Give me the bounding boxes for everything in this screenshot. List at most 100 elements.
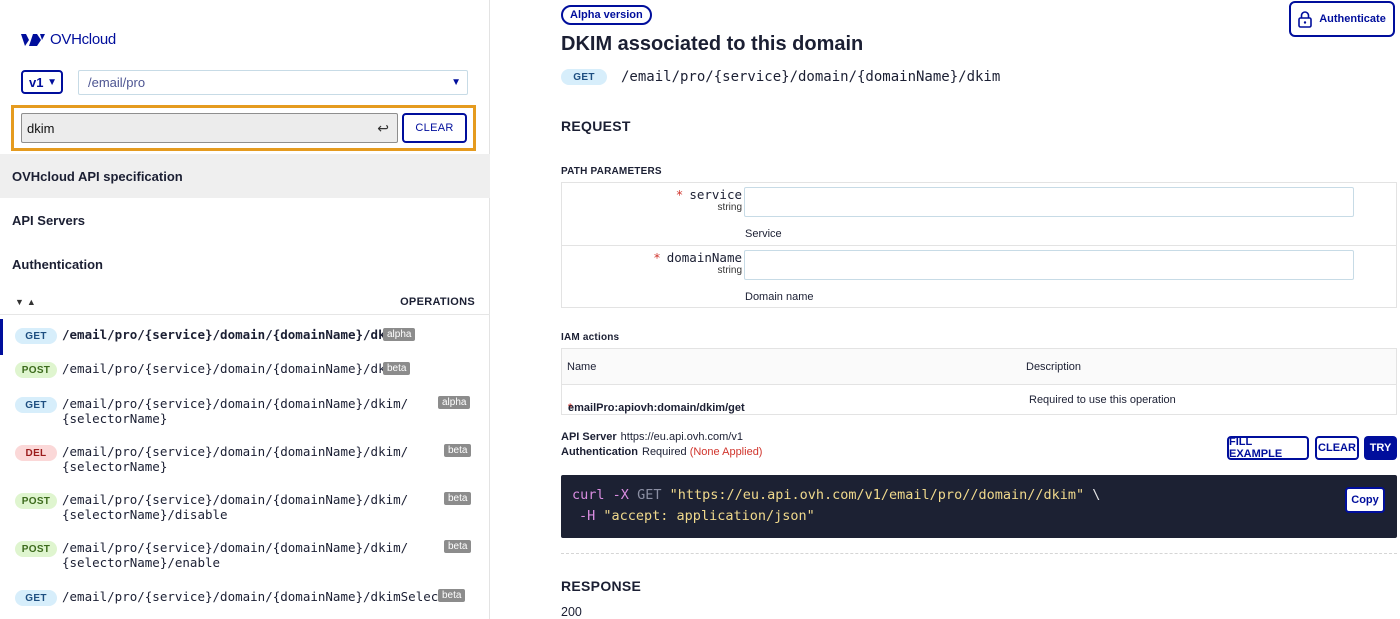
iam-actions-heading: IAM actions xyxy=(561,332,620,343)
param-type: string xyxy=(717,202,742,213)
version-value: v1 xyxy=(29,74,44,90)
operation-path-cont: {selectorName} xyxy=(62,411,168,426)
status-tag: beta xyxy=(444,540,472,553)
lock-icon xyxy=(1298,10,1312,28)
version-select[interactable]: v1 ▼ xyxy=(21,70,63,94)
iam-action-text: emailPro:apiovh:domain/dkim/get xyxy=(568,402,745,414)
enter-icon[interactable]: ↩ xyxy=(377,119,389,136)
method-badge: POST xyxy=(15,541,57,557)
iam-action-description: Required to use this operation xyxy=(1029,394,1176,406)
page-title: DKIM associated to this domain xyxy=(561,33,864,55)
search-input[interactable]: dkim ↩ xyxy=(21,113,398,143)
path-parameters-heading: PATH PARAMETERS xyxy=(561,166,662,177)
iam-table-header: Name Description xyxy=(562,349,1396,385)
status-tag: beta xyxy=(438,589,466,602)
search-value: dkim xyxy=(27,120,55,136)
method-badge: DEL xyxy=(15,445,57,461)
response-heading: RESPONSE xyxy=(561,578,642,594)
iam-header-name: Name xyxy=(567,361,597,373)
authenticate-label: Authenticate xyxy=(1319,13,1386,25)
param-type: string xyxy=(717,265,742,276)
status-tag: alpha xyxy=(438,396,471,409)
status-tag: beta xyxy=(444,444,472,457)
required-marker: * xyxy=(653,250,661,265)
operation-path: /email/pro/{service}/domain/{domainName}… xyxy=(62,444,409,459)
operation-path: /email/pro/{service}/domain/{domainName}… xyxy=(62,396,409,411)
endpoint-path: /email/pro/{service}/domain/{domainName}… xyxy=(621,69,1001,85)
iam-actions-table: Name Description *emailPro:apiovh:domain… xyxy=(561,348,1397,415)
param-row-service: *service string Service xyxy=(562,183,1396,245)
curl-line-2: -H "accept: application/json" xyxy=(572,506,1397,527)
sidebar: OVHcloud v1 ▼ /email/pro ▼ dkim ↩ CLEAR … xyxy=(0,0,490,619)
curl-url: "https://eu.api.ovh.com/v1/email/pro//do… xyxy=(669,487,1085,503)
api-server-value: https://eu.api.ovh.com/v1 xyxy=(620,431,743,443)
param-name-text: service xyxy=(689,187,742,202)
authentication-info: Authentication Required (None Applied) xyxy=(561,446,762,458)
param-row-domainname: * domainName string Domain name xyxy=(562,245,1396,307)
curl-continuation: \ xyxy=(1092,487,1101,503)
operation-path: /email/pro/{service}/domain/{domainName}… xyxy=(62,327,401,342)
response-status-code: 200 xyxy=(561,605,582,619)
search-highlight: dkim ↩ CLEAR xyxy=(11,105,476,151)
api-path-value: /email/pro xyxy=(88,75,146,90)
iam-table-row: *emailPro:apiovh:domain/dkim/get Require… xyxy=(562,386,1396,414)
param-name-text: domainName xyxy=(666,250,742,265)
method-badge: GET xyxy=(15,397,57,413)
param-description: Domain name xyxy=(745,291,814,303)
operation-path-cont: {selectorName}/enable xyxy=(62,555,221,570)
domainname-input[interactable] xyxy=(744,250,1354,280)
iam-header-description: Description xyxy=(1026,361,1082,373)
api-server-label: API Server xyxy=(561,431,617,443)
operations-header: ▼▲ OPERATIONS xyxy=(0,289,490,315)
collapse-expand-icon[interactable]: ▼▲ xyxy=(15,296,39,307)
method-badge: POST xyxy=(15,362,57,378)
endpoint-line: GET /email/pro/{service}/domain/{domainN… xyxy=(561,69,1000,85)
try-button[interactable]: TRY xyxy=(1364,436,1397,460)
chevron-down-icon: ▼ xyxy=(451,77,461,88)
method-badge: GET xyxy=(15,590,57,606)
copy-button[interactable]: Copy xyxy=(1345,487,1385,513)
operation-path-cont: {selectorName}/disable xyxy=(62,507,228,522)
operation-path-cont: {selectorName} xyxy=(62,459,168,474)
authenticate-button[interactable]: Authenticate xyxy=(1289,1,1395,37)
operation-path: /email/pro/{service}/domain/{domainName}… xyxy=(62,361,401,376)
param-name: * domainName xyxy=(542,250,742,265)
authentication-label: Authentication xyxy=(561,446,638,458)
status-tag: alpha xyxy=(383,328,416,341)
request-heading: REQUEST xyxy=(561,118,631,134)
nav-authentication[interactable]: Authentication xyxy=(12,256,103,272)
section-divider xyxy=(561,553,1397,554)
nav-api-specification[interactable]: OVHcloud API specification xyxy=(0,154,490,198)
fill-example-button[interactable]: FILL EXAMPLE xyxy=(1227,436,1309,460)
logo-text: OVHcloud xyxy=(50,31,116,48)
curl-verb: GET xyxy=(637,487,662,503)
curl-command: curl xyxy=(572,487,605,503)
method-badge: GET xyxy=(561,69,607,85)
required-marker: * xyxy=(568,402,573,414)
operations-title: OPERATIONS xyxy=(400,295,475,308)
curl-line-1: curl -X GET "https://eu.api.ovh.com/v1/e… xyxy=(572,485,1397,506)
curl-flag-h: -H xyxy=(579,508,596,524)
nav-api-servers[interactable]: API Servers xyxy=(12,212,85,228)
param-name: *service xyxy=(542,187,742,202)
path-parameters-table: *service string Service * domainName stri… xyxy=(561,182,1397,308)
operation-path: /email/pro/{service}/domain/{domainName}… xyxy=(62,492,409,507)
clear-button[interactable]: CLEAR xyxy=(1315,436,1359,460)
chevron-down-icon: ▼ xyxy=(47,76,57,88)
authentication-value: Required xyxy=(642,446,687,458)
method-badge: POST xyxy=(15,493,57,509)
ovhcloud-logo[interactable]: OVHcloud xyxy=(20,31,116,48)
ovhcloud-logo-icon xyxy=(21,33,45,46)
alpha-version-badge: Alpha version xyxy=(561,5,652,25)
authentication-status: (None Applied) xyxy=(689,446,763,458)
api-path-select[interactable]: /email/pro ▼ xyxy=(78,70,468,95)
clear-search-button[interactable]: CLEAR xyxy=(402,113,467,143)
operation-path: /email/pro/{service}/domain/{domainName}… xyxy=(62,540,409,555)
curl-header: "accept: application/json" xyxy=(603,508,815,524)
service-input[interactable] xyxy=(744,187,1354,217)
method-badge: GET xyxy=(15,328,57,344)
param-description: Service xyxy=(745,228,782,240)
curl-code-block: curl -X GET "https://eu.api.ovh.com/v1/e… xyxy=(561,475,1397,538)
operation-path: /email/pro/{service}/domain/{domainName}… xyxy=(62,589,461,604)
